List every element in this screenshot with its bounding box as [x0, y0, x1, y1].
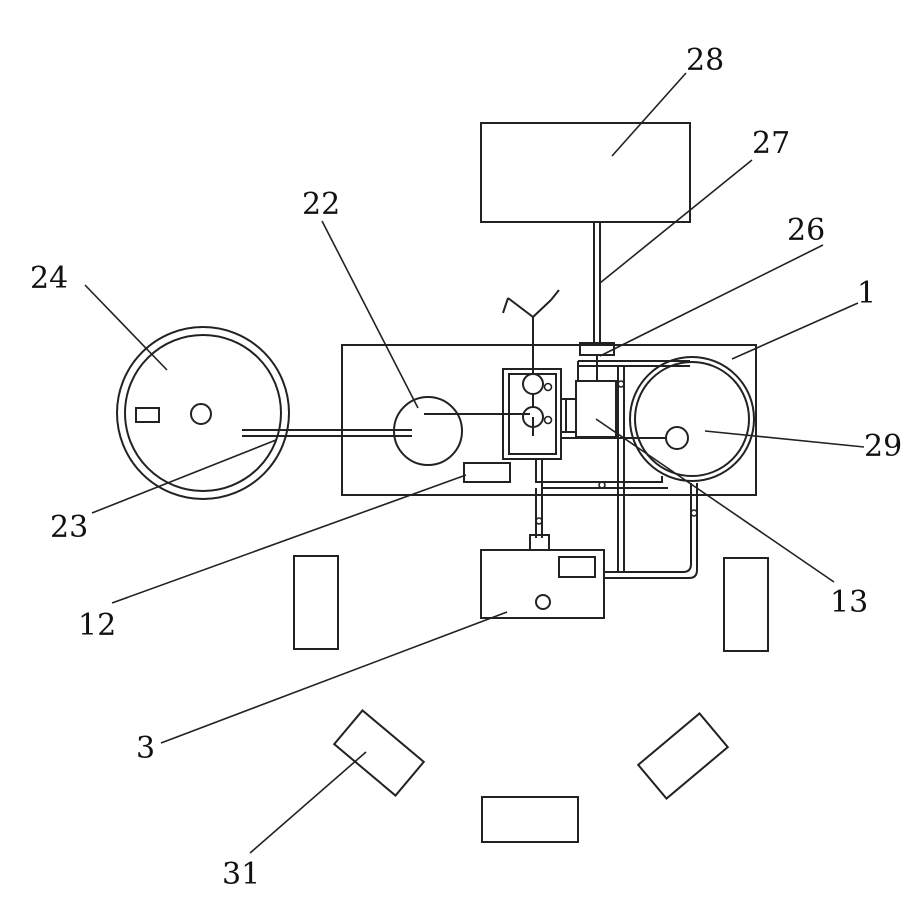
label-23: 23	[50, 510, 88, 545]
label-26: 26	[787, 213, 825, 248]
wheel-29	[561, 357, 754, 481]
label-29: 29	[864, 429, 902, 464]
label-28: 28	[686, 43, 724, 78]
component-12	[464, 463, 510, 482]
label-31: 31	[222, 857, 260, 892]
blocks-31	[294, 556, 768, 842]
label-22: 22	[302, 187, 340, 222]
label-13: 13	[830, 585, 868, 620]
base-plate-1	[342, 345, 756, 495]
wheel-24	[117, 327, 289, 499]
label-24: 24	[30, 261, 68, 296]
component-13	[561, 355, 616, 437]
label-27: 27	[752, 126, 790, 161]
label-3: 3	[136, 731, 155, 766]
connector-27	[594, 222, 600, 343]
component-28-box	[481, 123, 690, 222]
label-1: 1	[857, 276, 876, 311]
valve-block	[503, 290, 561, 459]
unit-3	[481, 535, 604, 618]
shaft-23	[242, 430, 412, 436]
label-12: 12	[78, 608, 116, 643]
